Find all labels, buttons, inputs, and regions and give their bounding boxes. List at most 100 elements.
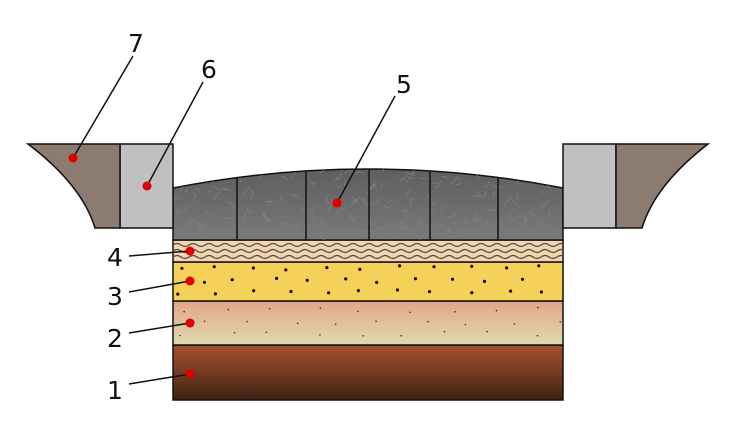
texture-dot [505,266,509,270]
texture-stroke [431,165,432,168]
texture-stroke [403,177,409,183]
texture-dot [486,330,488,333]
texture-stroke [420,235,425,240]
texture-stroke [190,176,198,183]
soil-verge-left [25,143,121,229]
curb-right [562,143,617,229]
texture-stroke [436,221,445,226]
texture-dot [432,265,436,269]
marker-1 [185,369,195,379]
texture-dot [275,276,279,280]
texture-wave [173,254,563,260]
texture-stroke [239,161,241,169]
label-3: 3 [107,282,123,311]
leader-line-6 [146,81,204,187]
texture-stroke [447,228,451,233]
marker-7 [68,153,78,163]
leader-line-2 [128,322,191,334]
texture-stroke [373,180,378,190]
texture-dot [413,277,418,281]
texture-stroke [451,178,459,186]
texture-stroke [472,195,480,198]
texture-stroke [507,171,516,178]
texture-stroke [310,206,316,213]
texture-stroke [361,198,369,205]
texture-stroke [388,200,394,205]
texture-stroke [545,169,554,173]
texture-dot [325,266,329,270]
texture-dot [284,268,288,272]
texture-stroke [512,201,521,209]
texture-dot [357,310,359,313]
texture-stroke [320,217,323,224]
texture-stroke [184,207,187,212]
texture-stroke [492,192,496,198]
texture-stroke [294,224,298,227]
leader-line-5 [336,95,396,204]
texture-stroke [463,216,467,224]
texture-stroke [333,172,342,181]
texture-stroke [426,195,432,201]
texture-stroke [280,222,287,226]
texture-dot [495,309,498,312]
texture-dot [176,292,180,296]
layer-2-texture-dots [179,306,561,337]
texture-stroke [198,229,203,235]
layer-5-block-joints [236,169,499,240]
texture-stroke [320,232,326,240]
texture-stroke [405,172,415,179]
texture-dot [427,320,430,323]
texture-stroke [294,223,304,233]
texture-stroke [280,175,288,180]
texture-dot [375,280,379,284]
texture-stroke [409,197,413,206]
texture-stroke [514,213,518,219]
texture-stroke [291,194,300,199]
texture-dot [268,307,271,310]
texture-wave [173,242,563,248]
texture-stroke [371,230,379,235]
texture-dot [362,335,365,337]
texture-stroke [312,214,315,220]
texture-dot [180,266,184,270]
texture-stroke [204,210,212,219]
texture-stroke [336,183,342,188]
texture-stroke [427,207,436,211]
texture-dot [227,308,230,311]
texture-stroke [366,217,373,226]
texture-stroke [350,196,359,205]
texture-stroke [404,209,407,218]
texture-stroke [455,182,462,186]
texture-stroke [366,184,376,194]
texture-dot [246,320,248,323]
texture-dot [251,266,255,270]
texture-dot [319,334,321,336]
leader-line-1 [128,373,191,385]
texture-stroke [376,201,381,206]
texture-stroke [377,226,384,230]
texture-dot [409,311,411,314]
texture-stroke [440,169,448,170]
texture-dot [539,290,544,294]
texture-dot [398,264,402,268]
texture-dot [344,277,348,281]
texture-stroke [519,215,527,221]
layer-3-texture-dots [176,264,544,296]
texture-stroke [472,212,478,220]
texture-stroke [311,181,317,184]
texture-stroke [548,180,554,186]
texture-stroke [243,187,250,195]
texture-stroke [175,169,181,172]
texture-stroke [533,173,539,179]
texture-dot [334,323,337,326]
texture-stroke [187,219,197,227]
texture-stroke [486,209,496,213]
label-5: 5 [396,70,412,99]
texture-stroke [191,192,196,202]
texture-stroke [290,171,297,179]
texture-dot [358,267,362,271]
texture-stroke [474,216,483,222]
texture-stroke [262,234,269,239]
texture-stroke [262,212,271,222]
texture-dot [513,323,516,325]
